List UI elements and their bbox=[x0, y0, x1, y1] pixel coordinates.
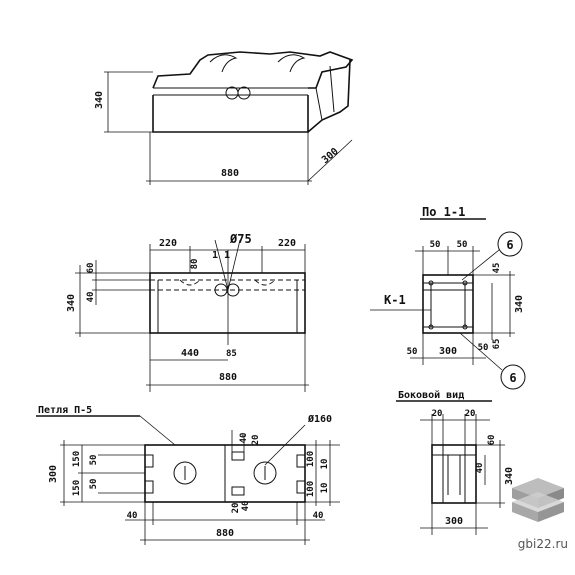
plan-hole-dia: Ø160 bbox=[307, 413, 332, 425]
front-top-80: 80 bbox=[190, 259, 200, 270]
section-bottom-right: 50 bbox=[478, 343, 489, 353]
section-callout: 6 bbox=[506, 238, 513, 252]
plan-depth-label: 300 bbox=[48, 465, 59, 483]
plan-right-100a: 100 bbox=[306, 451, 316, 467]
plan-left-50b: 50 bbox=[89, 479, 99, 490]
section-right-65: 65 bbox=[492, 339, 502, 350]
front-top-60: 60 bbox=[86, 263, 96, 274]
plan-bottom-40: 40 bbox=[241, 501, 251, 512]
section-view: По 1-1 50 50 6 45 340 65 К-1 bbox=[370, 205, 526, 390]
side-view: Боковой вид 20 20 60 40 340 300 bbox=[396, 389, 515, 535]
plan-left-150a: 150 bbox=[72, 451, 82, 467]
iso-length-label: 880 bbox=[221, 168, 239, 179]
side-width-label: 300 bbox=[445, 516, 463, 527]
front-mid-40: 40 bbox=[86, 292, 96, 303]
front-view: 220 220 Ø75 1 1 80 60 340 40 440 85 880 bbox=[66, 232, 309, 392]
watermark-logo bbox=[512, 478, 564, 522]
plan-view: Петля П-5 Ø160 40 20 20 40 300 150 bbox=[36, 405, 340, 545]
front-hole-dia: Ø75 bbox=[229, 232, 252, 246]
front-half-length: 440 bbox=[181, 348, 199, 359]
front-length-label: 880 bbox=[219, 372, 237, 383]
side-title: Боковой вид bbox=[398, 389, 464, 401]
side-height-label: 340 bbox=[504, 467, 515, 485]
side-top-right: 20 bbox=[465, 409, 476, 419]
section-top-right: 50 bbox=[457, 240, 468, 250]
iso-view: 340 880 300 bbox=[94, 51, 354, 185]
plan-bottom-20: 20 bbox=[231, 503, 241, 514]
section-bottom-left: 50 bbox=[407, 347, 418, 357]
plan-left-50a: 50 bbox=[89, 455, 99, 466]
side-mid-40: 40 bbox=[475, 463, 485, 474]
section-height-label: 340 bbox=[514, 295, 525, 313]
plan-title: Петля П-5 bbox=[38, 405, 92, 416]
section-callout-bottom: 6 bbox=[509, 371, 516, 385]
section-width-label: 300 bbox=[439, 346, 457, 357]
side-top-left: 20 bbox=[432, 409, 443, 419]
section-top-left: 50 bbox=[430, 240, 441, 250]
section-right-45: 45 bbox=[492, 263, 502, 274]
front-small-85: 85 bbox=[226, 349, 237, 359]
plan-right-100b: 100 bbox=[306, 481, 316, 497]
iso-height-label: 340 bbox=[94, 91, 105, 109]
iso-depth-label: 300 bbox=[320, 146, 341, 166]
front-section-mark: 1 1 bbox=[212, 250, 230, 261]
plan-top-20: 20 bbox=[251, 435, 261, 446]
front-height-label: 340 bbox=[66, 294, 77, 312]
watermark-site: gbi22.ru bbox=[518, 537, 568, 551]
plan-right-10b: 10 bbox=[320, 483, 330, 494]
side-right-60: 60 bbox=[487, 435, 497, 446]
plan-right-10a: 10 bbox=[320, 459, 330, 470]
section-label: К-1 bbox=[384, 293, 406, 307]
front-left-offset: 220 bbox=[159, 238, 177, 249]
plan-right-40: 40 bbox=[313, 511, 324, 521]
plan-top-40: 40 bbox=[239, 433, 249, 444]
front-right-offset: 220 bbox=[278, 238, 296, 249]
plan-left-150b: 150 bbox=[72, 480, 82, 496]
plan-length-label: 880 bbox=[216, 528, 234, 539]
plan-left-40: 40 bbox=[127, 511, 138, 521]
section-title: По 1-1 bbox=[422, 205, 465, 219]
